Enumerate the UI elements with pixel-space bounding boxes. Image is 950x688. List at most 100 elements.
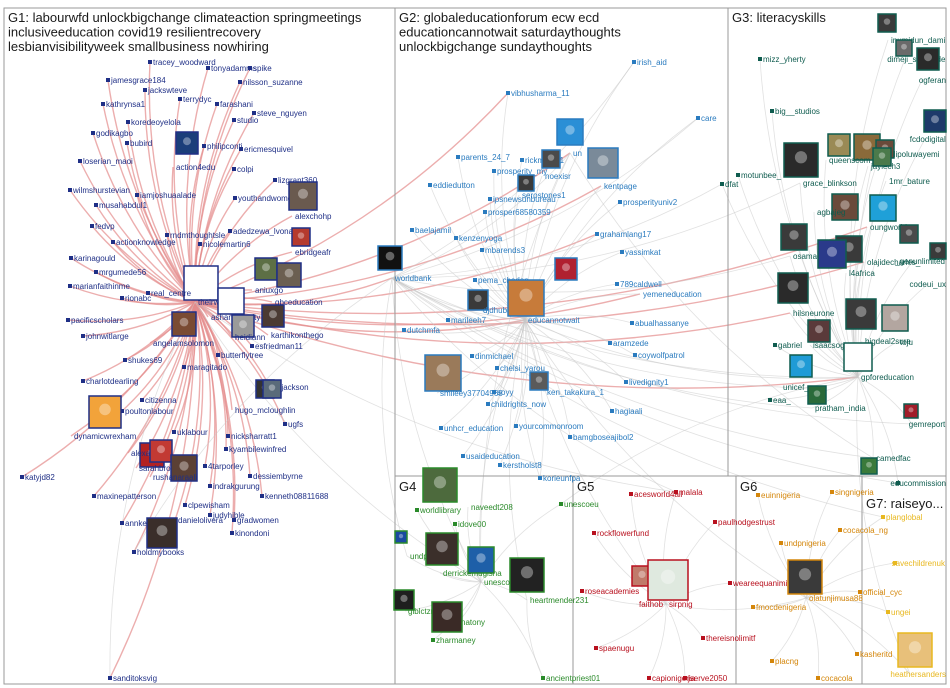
node-irish-aid[interactable]: irish_aid: [632, 58, 667, 67]
node-mrgumede56[interactable]: mrgumede56: [94, 268, 147, 277]
node-heidiann[interactable]: heidiann: [231, 314, 265, 342]
node-maragitado[interactable]: maragitado: [182, 363, 228, 372]
node-prosperity-my[interactable]: prosperity_my: [492, 167, 547, 176]
node-educannotwait[interactable]: educannotwait: [507, 279, 580, 325]
node-serostones1[interactable]: serostones1: [517, 174, 566, 200]
node-ebridgeafr[interactable]: ebridgeafr: [291, 227, 331, 257]
node-nicksharratt1[interactable]: nicksharratt1: [226, 432, 277, 441]
node-marianfaithinme[interactable]: marianfaithinme: [68, 282, 130, 291]
node-worldbank[interactable]: worldbank: [377, 245, 432, 283]
node-danielolivera[interactable]: danielolivera: [146, 516, 223, 549]
node-dynamicwrexham[interactable]: dynamicwrexham: [74, 395, 137, 441]
node-lizgrant360[interactable]: lizgrant360: [273, 176, 318, 185]
node-smileey37704968[interactable]: smileey37704968: [424, 354, 503, 398]
node-citizenna[interactable]: citizenna: [140, 396, 177, 405]
node-jamesgrace184[interactable]: jamesgrace184: [106, 76, 166, 85]
node-eaa-[interactable]: eaa_: [768, 396, 791, 405]
node-gemreport[interactable]: gemreport: [903, 403, 946, 429]
node-godikagbo[interactable]: godikagbo: [91, 129, 133, 138]
node-philipconti[interactable]: philipconti: [202, 142, 243, 151]
node-rndmthoughtsle[interactable]: rndmthoughtsle: [165, 231, 226, 240]
node-ipsnewsunbureau[interactable]: ipsnewsunbureau: [488, 195, 556, 204]
node-charlotdearling[interactable]: charlotdearling: [81, 377, 138, 386]
node-gbceducation[interactable]: gbceducation: [275, 262, 323, 307]
node-ogferan[interactable]: ogferan: [916, 47, 946, 85]
node-gabriel[interactable]: gabriel: [773, 341, 802, 350]
node-yemeneducation[interactable]: yemeneducation: [554, 257, 702, 299]
node-nicolemartin6[interactable]: nicolemartin6: [198, 240, 251, 249]
node-kentpage[interactable]: kentpage: [587, 147, 637, 191]
node-bamgboseajibol2[interactable]: bamgboseajibol2: [568, 433, 634, 442]
node-motunbee-[interactable]: motunbee_: [736, 171, 782, 180]
node-agbajeg[interactable]: agbajeg: [817, 193, 859, 221]
node-kenneth08811688[interactable]: kenneth08811688: [260, 492, 329, 501]
node-studio[interactable]: studio: [232, 116, 259, 125]
node-noexisr[interactable]: noexisr: [541, 149, 571, 181]
node-annkee[interactable]: annkee: [120, 519, 152, 528]
node-dfat[interactable]: dfat: [720, 180, 739, 189]
node-farashani[interactable]: farashani: [215, 100, 253, 109]
node-adedzewa-lvona[interactable]: adedzewa_lvona: [228, 227, 294, 236]
node-karthikonthego[interactable]: karthikonthego: [261, 304, 324, 340]
node-olatunjimusa88[interactable]: olatunjimusa88: [787, 559, 863, 603]
node-musahabdul1[interactable]: musahabdul1: [94, 201, 148, 210]
node-camedfac[interactable]: camedfac: [860, 454, 911, 475]
node-yourcommonroom[interactable]: yourcommonroom: [514, 422, 584, 431]
node-karinagould[interactable]: karinagould: [69, 254, 115, 263]
node-care[interactable]: care: [696, 114, 717, 123]
node-singnigeria[interactable]: singnigeria: [830, 488, 874, 497]
node-action4edu[interactable]: action4edu: [175, 131, 215, 172]
node-holdmybooks[interactable]: holdmybooks: [132, 548, 184, 557]
node-djdhubaibi[interactable]: djdhubaibi: [467, 289, 520, 315]
node-pema-chodon[interactable]: pema_chodon: [473, 276, 529, 285]
node-grahamlang17[interactable]: grahamlang17: [595, 230, 652, 239]
node-esfriedman11[interactable]: esfriedman11: [250, 342, 303, 351]
node-un[interactable]: un: [556, 118, 584, 158]
node-cocacola-ng[interactable]: cocacola_ng: [838, 526, 888, 535]
node-bubird[interactable]: bubird: [125, 139, 152, 148]
node--genunlimited[interactable]: _genunlimited: [894, 224, 945, 266]
node-bigdeal2sure[interactable]: bigdeal2sure: [845, 298, 911, 346]
node-coywolfpatrol[interactable]: coywolfpatrol: [633, 351, 685, 360]
node-unescoeu[interactable]: unescoeu: [559, 500, 599, 509]
node-yassimkat[interactable]: yassimkat: [620, 248, 661, 257]
node-theirworld[interactable]: theirworld: [183, 265, 233, 307]
node-rionabc[interactable]: rionabc: [120, 294, 151, 303]
node-loserian-maoi[interactable]: loserian_maoi: [78, 157, 133, 166]
node-butterflytree[interactable]: butterflytree: [216, 351, 264, 360]
node-zharmaney[interactable]: zharmaney: [431, 636, 476, 645]
node-kyambilewinfred[interactable]: kyambilewinfred: [224, 445, 286, 454]
node-roseacademies[interactable]: roseacademies: [580, 587, 639, 596]
node-wilmshurstevian[interactable]: wilmshurstevian: [68, 186, 130, 195]
node-kasheritd[interactable]: kasheritd: [855, 650, 892, 659]
node-big--studios[interactable]: big__studios: [770, 107, 820, 116]
node-nilsson-suzanne[interactable]: nilsson_suzanne: [238, 78, 303, 87]
node-undp[interactable]: undp: [394, 530, 428, 561]
node-sirpnig[interactable]: sirpnig: [647, 559, 693, 609]
node-terrydyc[interactable]: terrydyc: [178, 95, 211, 104]
node-sanditoksvig[interactable]: sanditoksvig: [108, 674, 157, 683]
node-unesco[interactable]: unesco: [467, 546, 510, 587]
node-ancientpriest01[interactable]: ancientpriest01: [541, 674, 601, 683]
node-worldlibrary[interactable]: worldlibrary: [415, 506, 461, 515]
node-queenscom[interactable]: queenscom: [827, 133, 871, 165]
node-alexchohp[interactable]: alexchohp: [288, 181, 332, 221]
node-sarahbrownuk[interactable]: sarahbrownuk: [139, 439, 190, 473]
node-dutchmfa[interactable]: dutchmfa: [402, 326, 440, 335]
node-prosper68580359[interactable]: prosper68580359: [483, 208, 551, 217]
node-pratham-india[interactable]: pratham_india: [807, 385, 866, 413]
node-faithob[interactable]: faithob: [631, 565, 664, 609]
node-paulhodgestrust[interactable]: paulhodgestrust: [713, 518, 776, 527]
node-judyhible[interactable]: judyhible: [208, 511, 245, 520]
node-codeui-ux[interactable]: codeui_ux: [910, 242, 947, 289]
node-heathersanders[interactable]: heathersanders: [890, 632, 946, 679]
node-natony[interactable]: natony: [431, 601, 485, 633]
node-baelajamil[interactable]: baelajamil: [410, 226, 451, 235]
node-1mr-bature[interactable]: 1mr_bature: [872, 147, 930, 186]
node-placng[interactable]: placng: [770, 657, 799, 666]
node-jserve2050[interactable]: jserve2050: [683, 674, 728, 683]
node-shukes69[interactable]: shukes69: [123, 356, 163, 365]
node-maxinepatterson[interactable]: maxinepatterson: [92, 492, 156, 501]
node-real-centre[interactable]: real_centre: [146, 289, 192, 298]
node-tracey-woodward[interactable]: tracey_woodward: [148, 58, 216, 67]
